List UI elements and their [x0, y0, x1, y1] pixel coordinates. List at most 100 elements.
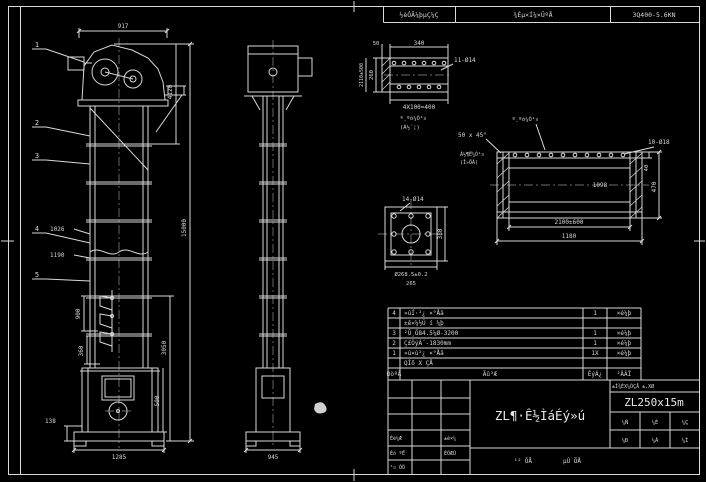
dim-1180: 1180 [562, 233, 577, 240]
dim-1098: 1098 [593, 182, 608, 189]
dim-1026: 1026 [50, 226, 65, 233]
bom-row: QÌõ X ÇÅ [404, 360, 433, 367]
weld-note-line1: º¸ºó¼Ó¹¤ [400, 115, 427, 122]
dim-265: 265 [406, 281, 416, 287]
bom-name: ±ê×¼½Ú í ¼þ [404, 320, 444, 327]
bom-name: Ç£ÒýÁ´-1830mm [404, 340, 451, 347]
dim-340: 340 [414, 40, 425, 47]
dim-4x100: 4X100=400 [403, 104, 436, 111]
drawing-code-cell: 3Q400-5.6KN [632, 11, 675, 19]
weld-note-line2: (Á½´¦) [400, 124, 420, 131]
dim-500: 500 [154, 395, 161, 406]
flange-hatch [381, 57, 391, 91]
bom-table: 4 »úÍ·²¿ ×°Åä 1 ×é¼þ ±ê×¼½Ú í ¼þ 3 ²Û¸Ö8… [387, 307, 699, 475]
bom-name: »ú×ù²¿ ×°Åä [404, 350, 444, 357]
bom-row: 2 Ç£ÒýÁ´-1830mm 1 ×é¼þ [392, 340, 631, 347]
bom-no: 3 [392, 330, 396, 337]
balloon-3: 3 [35, 152, 39, 160]
grid-cell: ¼Ç [682, 420, 689, 426]
dim-470: 470 [651, 181, 658, 192]
balloon-2: 2 [35, 119, 39, 127]
balloon-5: 5 [35, 271, 39, 279]
dim-3050: 3050 [161, 340, 168, 355]
dim-40: 40 [644, 165, 650, 172]
bom-header-row: ÐòºÅ Ãû³Æ ÊýÁ¿ ²ÄÁÏ [387, 370, 632, 378]
bom-row: ±ê×¼½Ú í ¼þ [404, 320, 444, 327]
front-view-dimensions: 917 15000 4120 3050 500 900 360 1026 119 [45, 23, 194, 461]
bom-row: 1 »ú×ù²¿ ×°Åä 1X ×é¼þ [392, 350, 631, 357]
holes-label-10: 10-Ø18 [648, 139, 670, 146]
note-left-1: Á½¶Ë¼Ó¹¤ [460, 151, 484, 158]
detail-channel: 340 50 260 2110±500 11-Ø14 4X100=400 º¸º… [359, 40, 476, 131]
dim-1285: 1285 [112, 454, 127, 461]
side-head [244, 45, 313, 111]
sig-row-label: Éè¼Æ [390, 434, 402, 442]
dim-917: 917 [118, 23, 129, 30]
bom-qty: 1 [593, 310, 597, 317]
side-view-dimensions: 945 [243, 446, 303, 461]
dim-2110: 2110±500 [359, 63, 365, 87]
holes-label-11: 11-Ø14 [454, 57, 476, 64]
dim-bolt-circle: Ø268.5±0.2 [394, 271, 427, 278]
bom-header-material: ²ÄÁÏ [617, 371, 632, 378]
old-drawing-no-cell: ¾Éµ×Í¼×ÜºÅ [513, 10, 552, 19]
bom-header-no: ÐòºÅ [387, 371, 402, 378]
bom-material: ×é¼þ [617, 330, 632, 337]
drawing-title: ZL¶·Ê½ÌáÉý»ú [495, 408, 585, 423]
sig-row-label: ±ê×¼ [444, 435, 456, 442]
balloon-1: 1 [35, 41, 39, 49]
bom-no: 1 [392, 350, 396, 357]
grid-cell: ¼Ñ [622, 419, 629, 426]
weld-note: º¸ºó¼Ó¹¤ [512, 116, 539, 123]
elevator-boot [73, 367, 165, 447]
bom-material: ×é¼þ [617, 310, 632, 317]
dim-380: 380 [437, 228, 444, 239]
dim-1190: 1190 [50, 252, 65, 259]
title-block: ±Ì¾ÉX¼ÒÇÅ ±,XØ ZL250x15m ZL¶·Ê½ÌáÉý»ú ¼Ñ… [388, 380, 699, 475]
dim-2100: 2100±600 [555, 219, 584, 226]
borrow-record-cell: ½èÓÃ¼þµÇ¼Ç [399, 10, 438, 19]
side-view: 945 [243, 40, 327, 461]
detail-casing: º¸ºó¼Ó¹¤ 50 x 45° Á½¶Ë¼Ó¹¤ (Î»ÖÃ) [458, 116, 670, 245]
bom-qty: 1 [593, 330, 597, 337]
tolerance-note: ±Ì¾ÉX¼ÒÇÅ ±,XØ [612, 382, 654, 390]
bom-row: 3 ²Û¸Ö84.5¼Ø-3200 1 ×é¼þ [392, 330, 631, 337]
dim-945: 945 [268, 454, 279, 461]
note-left-2: (Î»ÖÃ) [460, 159, 478, 166]
bom-material: ×é¼þ [617, 350, 632, 357]
end-flange-hatch [496, 152, 643, 219]
sheet-count-right: µÚ ÕÅ [563, 458, 581, 465]
bom-qty: 1 [593, 340, 597, 347]
grid-cell: ¼Á [652, 437, 659, 444]
part-balloons: 1 2 3 4 5 [32, 41, 91, 282]
sig-row-label: ¹¤ ÒÕ [390, 464, 405, 471]
bom-name: ²Û¸Ö84.5¼Ø-3200 [404, 330, 459, 337]
bom-header-qty: ÊýÁ¿ [588, 370, 602, 378]
detail-flange: 14-Ø14 380 Ø268.5±0.2 265 [378, 196, 448, 287]
balloon-4: 4 [35, 225, 39, 233]
bom-qty: 1X [591, 350, 599, 357]
dim-360: 360 [78, 345, 85, 356]
side-casing [259, 96, 287, 368]
ink-mark [314, 402, 327, 414]
bom-material: ×é¼þ [617, 340, 632, 347]
front-view: 917 15000 4120 3050 500 900 360 1026 119 [32, 23, 194, 461]
grid-cell: ¼È [652, 418, 659, 426]
dim-138: 138 [45, 418, 56, 425]
chamfer-note: 50 x 45° [458, 132, 487, 139]
model-number: ZL250x15m [624, 396, 684, 409]
dim-15000: 15000 [181, 219, 188, 237]
holes-label-14: 14-Ø14 [402, 196, 424, 203]
side-boot [245, 367, 301, 447]
grid-cell: ¼Ð [622, 438, 629, 444]
dim-4120: 4120 [167, 84, 174, 99]
bom-no: 2 [392, 340, 396, 347]
dim-50: 50 [373, 41, 380, 47]
sig-row-label: ÈÕÆÚ [444, 449, 456, 457]
dim-900: 900 [75, 308, 82, 319]
buckets [99, 290, 114, 352]
sheet-count-left: ¹² ÕÅ [514, 458, 532, 465]
